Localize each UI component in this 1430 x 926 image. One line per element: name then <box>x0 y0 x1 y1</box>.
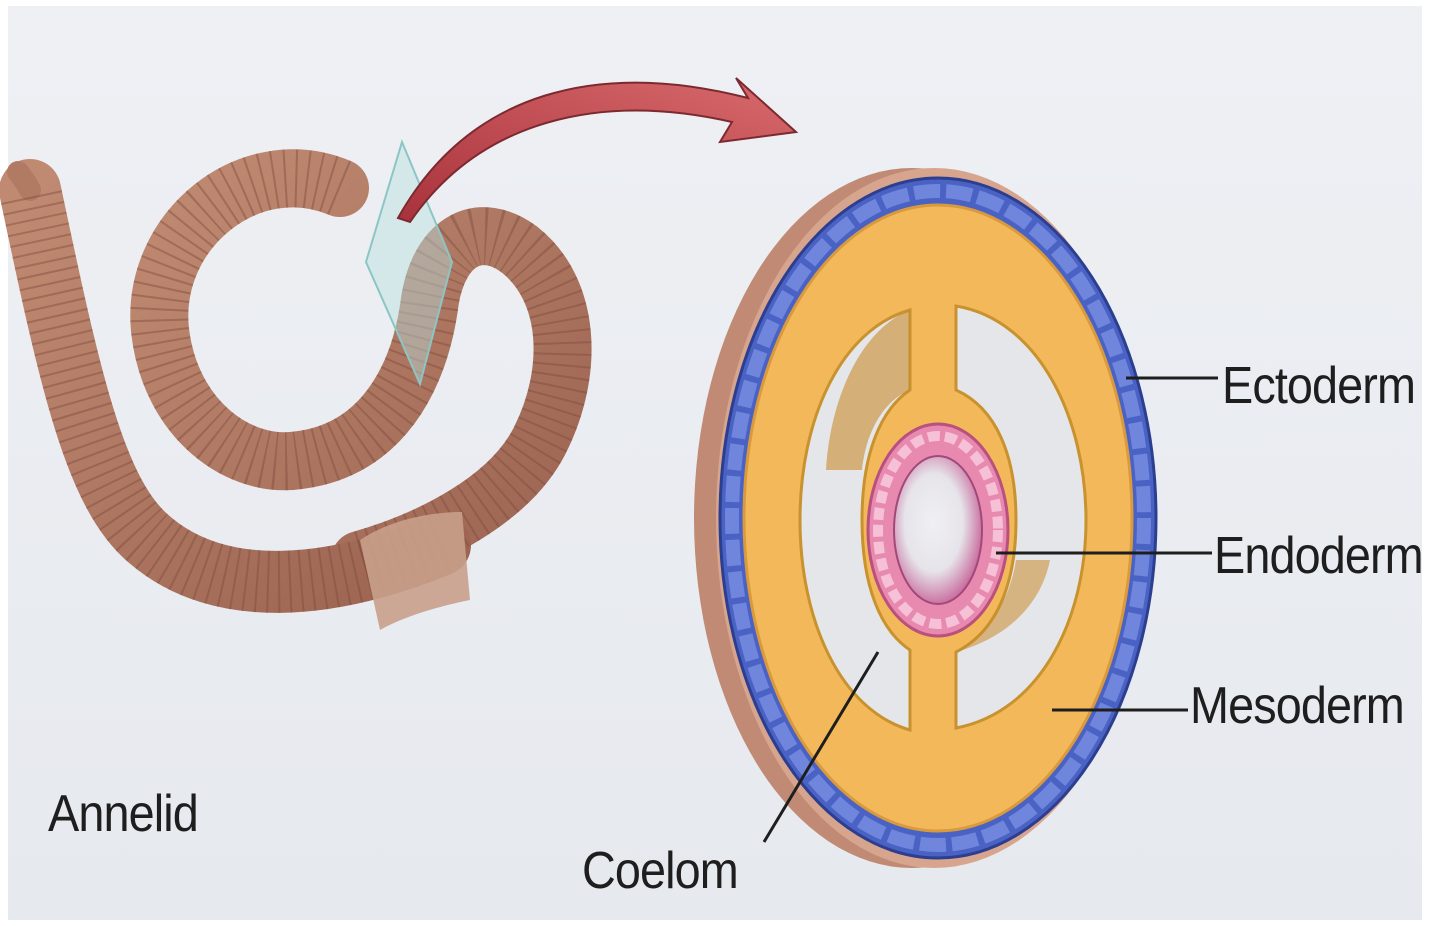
worm-tail <box>18 172 30 190</box>
label-ectoderm: Ectoderm <box>1222 360 1415 412</box>
cross-section <box>694 168 1156 868</box>
label-endoderm: Endoderm <box>1214 530 1423 582</box>
label-coelom: Coelom <box>582 845 738 897</box>
gut-lumen <box>894 456 982 604</box>
label-annelid: Annelid <box>48 788 198 840</box>
label-mesoderm: Mesoderm <box>1190 680 1404 732</box>
